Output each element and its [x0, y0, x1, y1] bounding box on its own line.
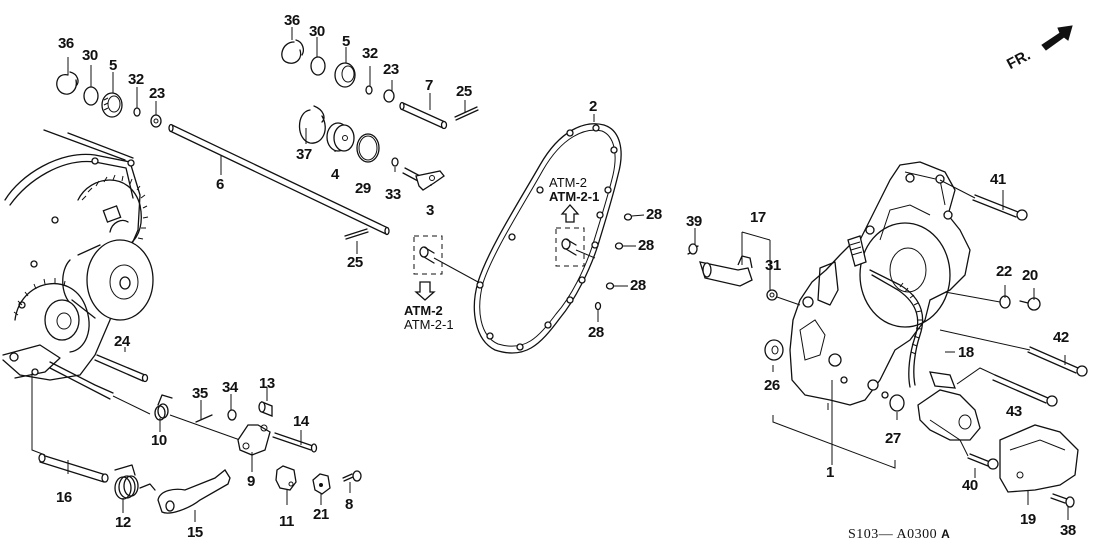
callout-4: 4: [331, 166, 339, 183]
callout-25: 25: [456, 83, 472, 100]
drawing-code-prefix: S103: [848, 527, 879, 542]
reference-line-2: ATM-2-1: [404, 317, 454, 333]
callout-36: 36: [284, 12, 300, 29]
callout-10: 10: [151, 432, 167, 449]
callout-29: 29: [355, 180, 371, 197]
callout-34: 34: [222, 379, 238, 396]
callout-19: 19: [1020, 511, 1036, 528]
callout-3: 3: [426, 202, 434, 219]
top-middle-bearing-cluster: [281, 39, 479, 240]
callout-31: 31: [765, 257, 781, 274]
reference-note-upper: ATM-2 ATM-2-1: [549, 175, 600, 205]
callout-30: 30: [82, 47, 98, 64]
part-1-housing: [789, 161, 971, 406]
callout-30: 30: [309, 23, 325, 40]
callout-24: 24: [114, 333, 130, 350]
callout-41: 41: [990, 171, 1006, 188]
drawing-code: S103— A0300 A: [848, 527, 950, 543]
callout-38: 38: [1060, 522, 1076, 539]
callout-32: 32: [128, 71, 144, 88]
callout-15: 15: [187, 524, 203, 541]
drawing-code-number: A0300: [896, 527, 938, 542]
callout-26: 26: [764, 377, 780, 394]
callout-22: 22: [996, 263, 1012, 280]
callout-21: 21: [313, 506, 329, 523]
callout-37: 37: [296, 146, 312, 163]
reference-note-lower: ATM-2 ATM-2-1: [404, 303, 454, 333]
callout-35: 35: [192, 385, 208, 402]
callout-36: 36: [58, 35, 74, 52]
callout-32: 32: [362, 45, 378, 62]
callout-40: 40: [962, 477, 978, 494]
reference-line-2: ATM-2-1: [549, 189, 600, 205]
callout-39: 39: [686, 213, 702, 230]
bottom-left-linkage: [31, 354, 362, 514]
reference-line-1: ATM-2: [549, 175, 588, 190]
callout-25: 25: [347, 254, 363, 271]
drawing-code-separator: —: [878, 527, 894, 542]
callout-42: 42: [1053, 329, 1069, 346]
callout-23: 23: [383, 61, 399, 78]
front-direction-arrow-icon: [1041, 25, 1073, 51]
top-left-bearing-cluster: [56, 71, 162, 128]
callout-5: 5: [342, 33, 350, 50]
callout-8: 8: [345, 496, 353, 513]
callout-5: 5: [109, 57, 117, 74]
part-17-sensor: [687, 243, 801, 306]
callout-9: 9: [247, 473, 255, 490]
callout-12: 12: [115, 514, 131, 531]
callout-6: 6: [216, 176, 224, 193]
leader-lines: [67, 27, 1069, 522]
callout-11: 11: [279, 513, 294, 530]
callout-7: 7: [425, 77, 433, 94]
reference-line-1: ATM-2: [404, 303, 443, 318]
part-6-shaft: [168, 123, 390, 236]
callout-20: 20: [1022, 267, 1038, 284]
callout-18: 18: [958, 344, 974, 361]
callout-13: 13: [259, 375, 275, 392]
callout-14: 14: [293, 413, 309, 430]
callout-23: 23: [149, 85, 165, 102]
callout-28: 28: [638, 237, 654, 254]
callout-2: 2: [589, 98, 597, 115]
callout-1: 1: [826, 464, 834, 481]
callout-28: 28: [630, 277, 646, 294]
callout-28: 28: [646, 206, 662, 223]
right-bolts-and-seals: [764, 179, 1088, 508]
left-gear-housing: [2, 129, 154, 381]
callout-27: 27: [885, 430, 901, 447]
callout-16: 16: [56, 489, 72, 506]
part-2-gasket: [413, 123, 645, 354]
callout-33: 33: [385, 186, 401, 203]
callout-17: 17: [750, 209, 766, 226]
callout-28: 28: [588, 324, 604, 341]
drawing-code-suffix: A: [941, 527, 951, 541]
callout-43: 43: [1006, 403, 1022, 420]
